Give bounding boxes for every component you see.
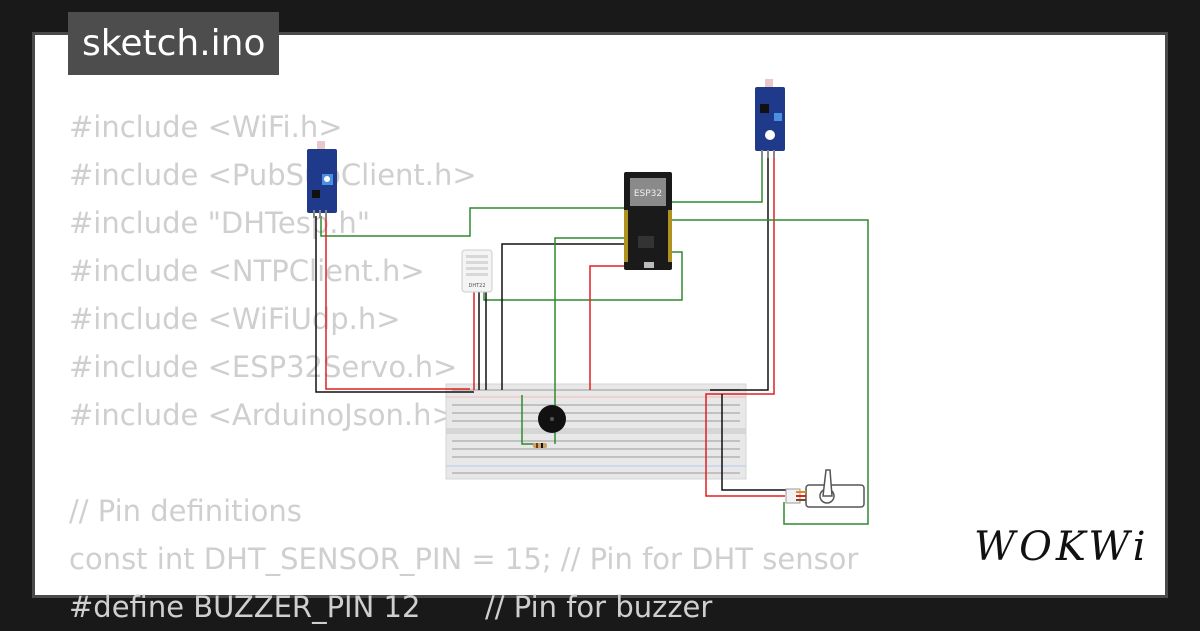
code-line: #include "DHTesp.h" — [69, 206, 371, 240]
code-line: #include <WiFi.h> — [69, 110, 343, 144]
code-line: #include <WiFiUdp.h> — [69, 302, 401, 336]
wire-green — [320, 207, 625, 237]
file-title: sketch.ino — [68, 12, 280, 75]
code-line: // Pin definitions — [69, 494, 302, 528]
code-line: #include <PubSubClient.h> — [69, 158, 477, 192]
wire-red — [325, 216, 470, 390]
light-sensor-right — [755, 79, 785, 158]
servo-motor — [785, 469, 865, 508]
code-line: const int DHT_SENSOR_PIN = 15; // Pin fo… — [69, 542, 859, 576]
breadboard — [445, 383, 747, 480]
esp32-board: ESP32 — [624, 172, 672, 270]
code-listing: #include <WiFi.h> #include <PubSubClient.… — [69, 103, 858, 631]
esp32-label: ESP32 — [634, 189, 662, 199]
wire-black — [315, 216, 474, 393]
preview-card: #include <WiFi.h> #include <PubSubClient.… — [32, 32, 1168, 624]
code-line: #include <ArduinoJson.h> — [69, 398, 456, 432]
dht22-sensor: DHT22 — [461, 249, 493, 293]
buzzer — [538, 405, 566, 433]
wires — [315, 152, 869, 525]
light-sensor-left — [307, 141, 337, 218]
dht22-label: DHT22 — [468, 283, 485, 289]
resistor — [533, 443, 547, 448]
code-line: #include <ESP32Servo.h> — [69, 350, 458, 384]
code-line: #define BUZZER_PIN 12 // Pin for buzzer — [69, 590, 713, 624]
wokwi-logo: WOKWi — [974, 524, 1150, 570]
